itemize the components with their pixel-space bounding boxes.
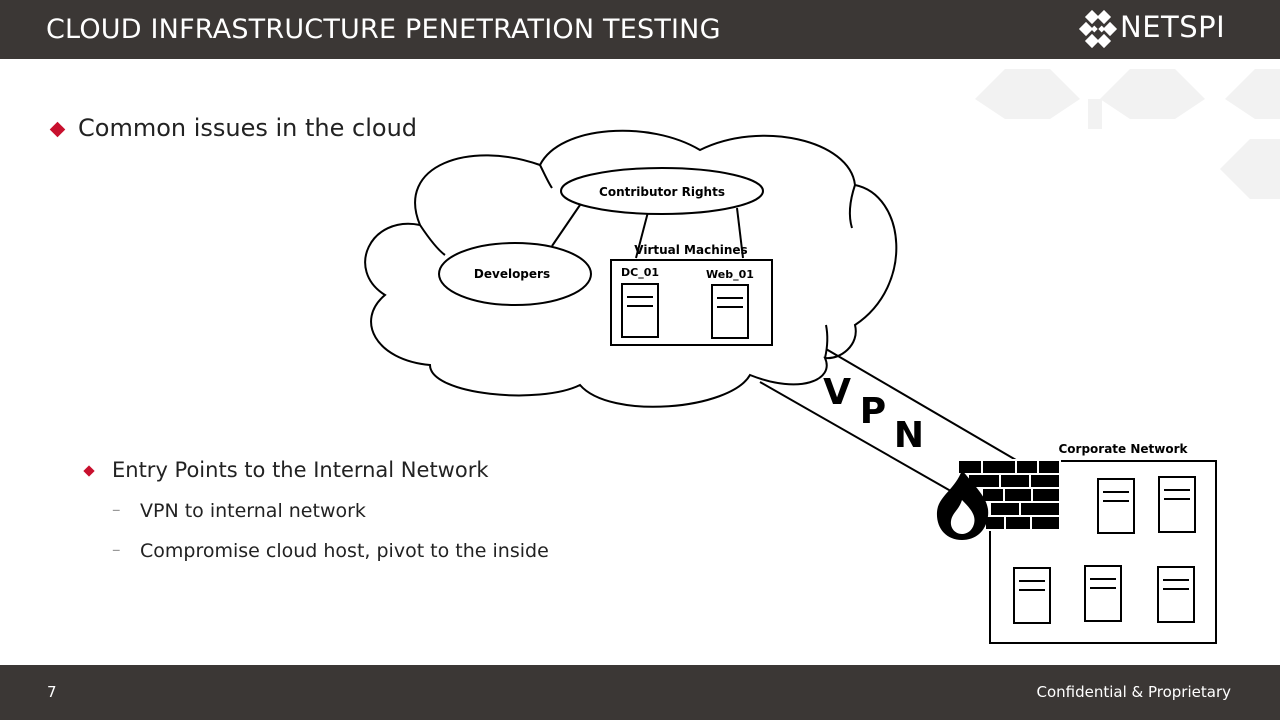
netspi-logo-icon	[1078, 10, 1118, 49]
footer-bar	[0, 665, 1280, 720]
sub-bullet-dash: –	[112, 540, 121, 560]
server-icon	[621, 283, 659, 338]
server-icon	[711, 284, 749, 339]
server-icon	[1157, 566, 1195, 623]
virtual-machines-label: Virtual Machines	[634, 243, 747, 257]
link-contributor-vm	[635, 211, 649, 259]
corporate-network-label: Corporate Network	[1058, 442, 1188, 456]
sub-bullet-text: Compromise cloud host, pivot to the insi…	[140, 540, 549, 562]
server-icon	[1158, 476, 1196, 533]
page-number: 7	[47, 683, 57, 701]
server-icon	[1084, 565, 1122, 622]
web01-label: Web_01	[706, 268, 754, 281]
vpn-letter-p: P	[860, 391, 886, 432]
developers-node	[438, 242, 592, 306]
vpn-letter-v: V	[823, 372, 851, 413]
sub-bullet-text: VPN to internal network	[140, 500, 366, 522]
developers-label: Developers	[474, 267, 550, 281]
sub-bullet-dash: –	[112, 500, 121, 520]
link-contributor-vm-2	[736, 207, 744, 259]
dc01-label: DC_01	[621, 266, 659, 279]
logo-text: NETSPI	[1120, 10, 1226, 44]
server-icon	[1097, 478, 1135, 534]
contributor-rights-node	[560, 167, 764, 215]
fire-icon	[936, 470, 989, 540]
firewall-icon	[957, 459, 1061, 531]
contributor-rights-label: Contributor Rights	[599, 185, 725, 199]
server-icon	[1013, 567, 1051, 624]
vpn-tunnel	[759, 348, 1017, 495]
bullet-text: Common issues in the cloud	[78, 114, 418, 142]
header-bar	[0, 0, 1280, 59]
bullet-text: Entry Points to the Internal Network	[112, 458, 489, 482]
confidential-label: Confidential & Proprietary	[1036, 683, 1231, 701]
link-developers-contributor	[551, 204, 581, 247]
slide-title: CLOUD INFRASTRUCTURE PENETRATION TESTING	[46, 14, 721, 45]
vpn-letter-n: N	[894, 415, 924, 456]
background-pattern	[975, 69, 1280, 199]
